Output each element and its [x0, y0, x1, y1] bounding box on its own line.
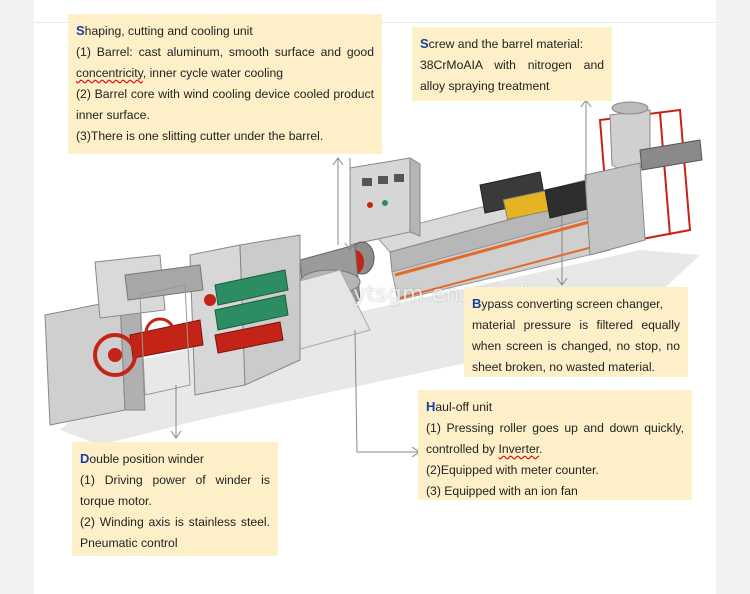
- hauloff-line2: (2)Equipped with meter counter.: [426, 463, 599, 477]
- green-roller-1: [214, 269, 289, 306]
- hauloff-line1b: Inverter: [498, 442, 540, 456]
- hauloff-line1a: (1) Pressing roller goes up and down qui…: [426, 421, 684, 456]
- shaping-line3: (3)There is one slitting cutter under th…: [76, 129, 324, 143]
- shaping-unit-callout: Shaping, cutting and cooling unit (1) Ba…: [68, 14, 382, 154]
- shaping-line1a: (1) Barrel: cast aluminum, smooth surfac…: [76, 45, 374, 59]
- green-roller-2: [214, 294, 289, 331]
- winder-frame-left: [44, 299, 126, 426]
- cabinet-meter: [362, 178, 372, 186]
- red-roller: [214, 321, 284, 354]
- winder-line1: (1) Driving power of winder is torque mo…: [80, 473, 270, 508]
- winder-title: ouble position winder: [89, 452, 204, 466]
- shaping-line2: (2) Barrel core with wind cooling device…: [76, 87, 374, 122]
- shaping-title: haping, cutting and cooling unit: [84, 24, 253, 38]
- bypass-line1: material pressure is filtered equally wh…: [472, 318, 680, 374]
- leader-lines: [170, 99, 592, 458]
- control-cabinet: [349, 157, 411, 246]
- haul-off-unit-callout: Haul-off unit (1) Pressing roller goes u…: [418, 390, 692, 500]
- shaping-line1c: , inner cycle water cooling: [142, 66, 284, 80]
- heater-line: [394, 217, 601, 277]
- winder-shaft-lower: [129, 319, 204, 359]
- hauloff-line3: (3) Equipped with an ion fan: [426, 484, 578, 498]
- screw-title: crew and the barrel material:: [428, 37, 584, 51]
- screw-barrel-callout: Screw and the barrel material: 38CrMoAIA…: [412, 27, 612, 101]
- hauloff-title: aul-off unit: [435, 400, 493, 414]
- screw-line1: 38CrMoAIA with nitrogen and alloy sprayi…: [420, 58, 604, 93]
- lower-line: [399, 244, 601, 299]
- bypass-cap: B: [472, 296, 482, 311]
- winder-line2: (2) Winding axis is stainless steel. Pne…: [80, 515, 270, 550]
- double-position-winder-callout: Double position winder (1) Driving power…: [72, 442, 278, 556]
- hauloff-line1c: .: [539, 442, 543, 456]
- shaping-line1b: concentricity: [76, 66, 143, 80]
- shaping-cap: S: [76, 23, 85, 38]
- screw-cap: S: [420, 36, 429, 51]
- bypass-screen-changer-callout: Bypass converting screen changer, materi…: [464, 287, 688, 377]
- winder-cap: D: [80, 451, 90, 466]
- extruder-frame: [584, 162, 646, 256]
- winder-shaft-upper: [124, 264, 204, 301]
- stairs: [639, 139, 703, 171]
- bypass-title: ypass converting screen changer,: [481, 297, 663, 311]
- hauloff-cap: H: [426, 399, 436, 414]
